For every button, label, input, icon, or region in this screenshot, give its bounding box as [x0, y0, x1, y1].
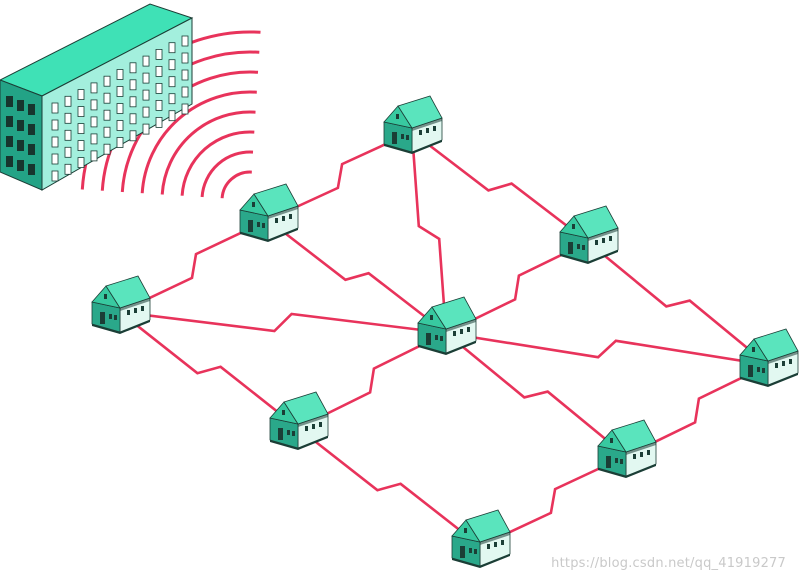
office-building-icon [0, 4, 192, 190]
house-icon [418, 297, 476, 355]
wireless-link [446, 333, 626, 456]
house-icon [92, 276, 150, 334]
signal-wave-arc [222, 172, 252, 198]
house-icon [598, 420, 656, 478]
house-icon [560, 206, 618, 264]
wireless-link [588, 242, 768, 365]
signal-wave-arc [202, 152, 253, 197]
house-icon [452, 510, 510, 568]
house-icon [740, 329, 798, 387]
wireless-link [412, 132, 588, 242]
wireless-link [268, 220, 446, 333]
watermark-text: https://blog.csdn.net/qq_41919277 [551, 556, 786, 571]
house-icon [384, 96, 442, 154]
wireless-link [446, 333, 768, 365]
house-icon [240, 184, 298, 242]
house-icon [270, 392, 328, 450]
wireless-link [120, 312, 446, 333]
wireless-link [412, 132, 446, 333]
wireless-link [298, 428, 480, 546]
